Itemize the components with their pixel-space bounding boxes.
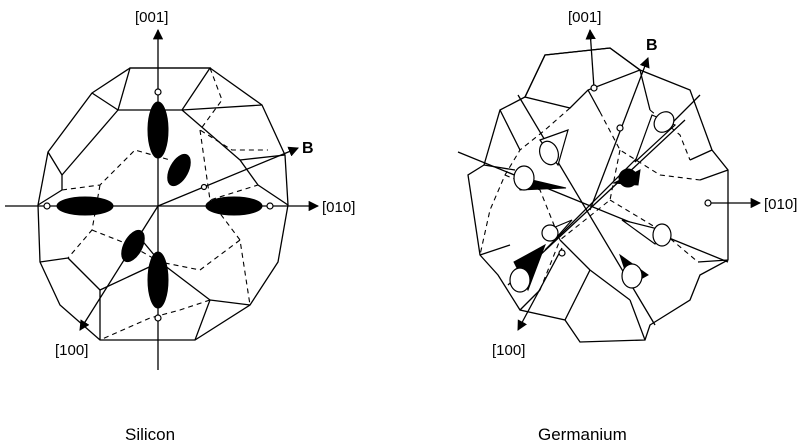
germanium-label-001: [001] [568, 9, 601, 26]
germanium-point-top [591, 85, 597, 91]
germanium-pocket-lower-left [510, 245, 545, 292]
silicon-point-top [155, 89, 161, 95]
germanium-label-010: [010] [764, 196, 797, 213]
silicon-front-square-face [118, 68, 210, 110]
germanium-pocket-upper-left [536, 130, 568, 167]
silicon-point-right [267, 203, 273, 209]
germanium-point-lower [559, 250, 565, 256]
germanium-pocket-center-left [542, 220, 572, 241]
silicon-valley-left [57, 197, 113, 215]
germanium-label-100: [100] [492, 342, 525, 359]
germanium-caption: Germanium [538, 425, 627, 444]
germanium-axis-001 [590, 30, 594, 88]
silicon-diagram: [001] [010] [100] B Silicon [5, 9, 355, 444]
silicon-label-100: [100] [55, 342, 88, 359]
silicon-valley-top [148, 102, 168, 158]
silicon-point-b [202, 185, 207, 190]
silicon-valley-bottom [148, 252, 168, 308]
germanium-pocket-center-right [622, 220, 671, 246]
germanium-pocket-left [514, 166, 566, 190]
germanium-diagonal-1 [458, 152, 728, 262]
silicon-point-left [44, 203, 50, 209]
germanium-diagram: [001] [010] [100] B Germanium [458, 9, 797, 444]
silicon-label-010: [010] [322, 199, 355, 216]
germanium-pocket-lower-right [620, 255, 648, 288]
silicon-caption: Silicon [125, 425, 175, 444]
silicon-label-b: B [302, 140, 314, 157]
germanium-point-right [705, 200, 711, 206]
silicon-hidden-edges [200, 68, 268, 150]
germanium-label-b: B [646, 37, 658, 54]
silicon-valley-front-upper [163, 151, 195, 189]
germanium-field-b [590, 58, 648, 210]
silicon-valley-right [206, 197, 262, 215]
germanium-zone-outline [468, 48, 728, 342]
germanium-top-face [525, 48, 640, 108]
silicon-label-001: [001] [135, 9, 168, 26]
germanium-pocket-upper-right [635, 108, 678, 162]
silicon-point-bottom [155, 315, 161, 321]
germanium-point-b [617, 125, 623, 131]
silicon-valley-front-lower [117, 227, 149, 265]
